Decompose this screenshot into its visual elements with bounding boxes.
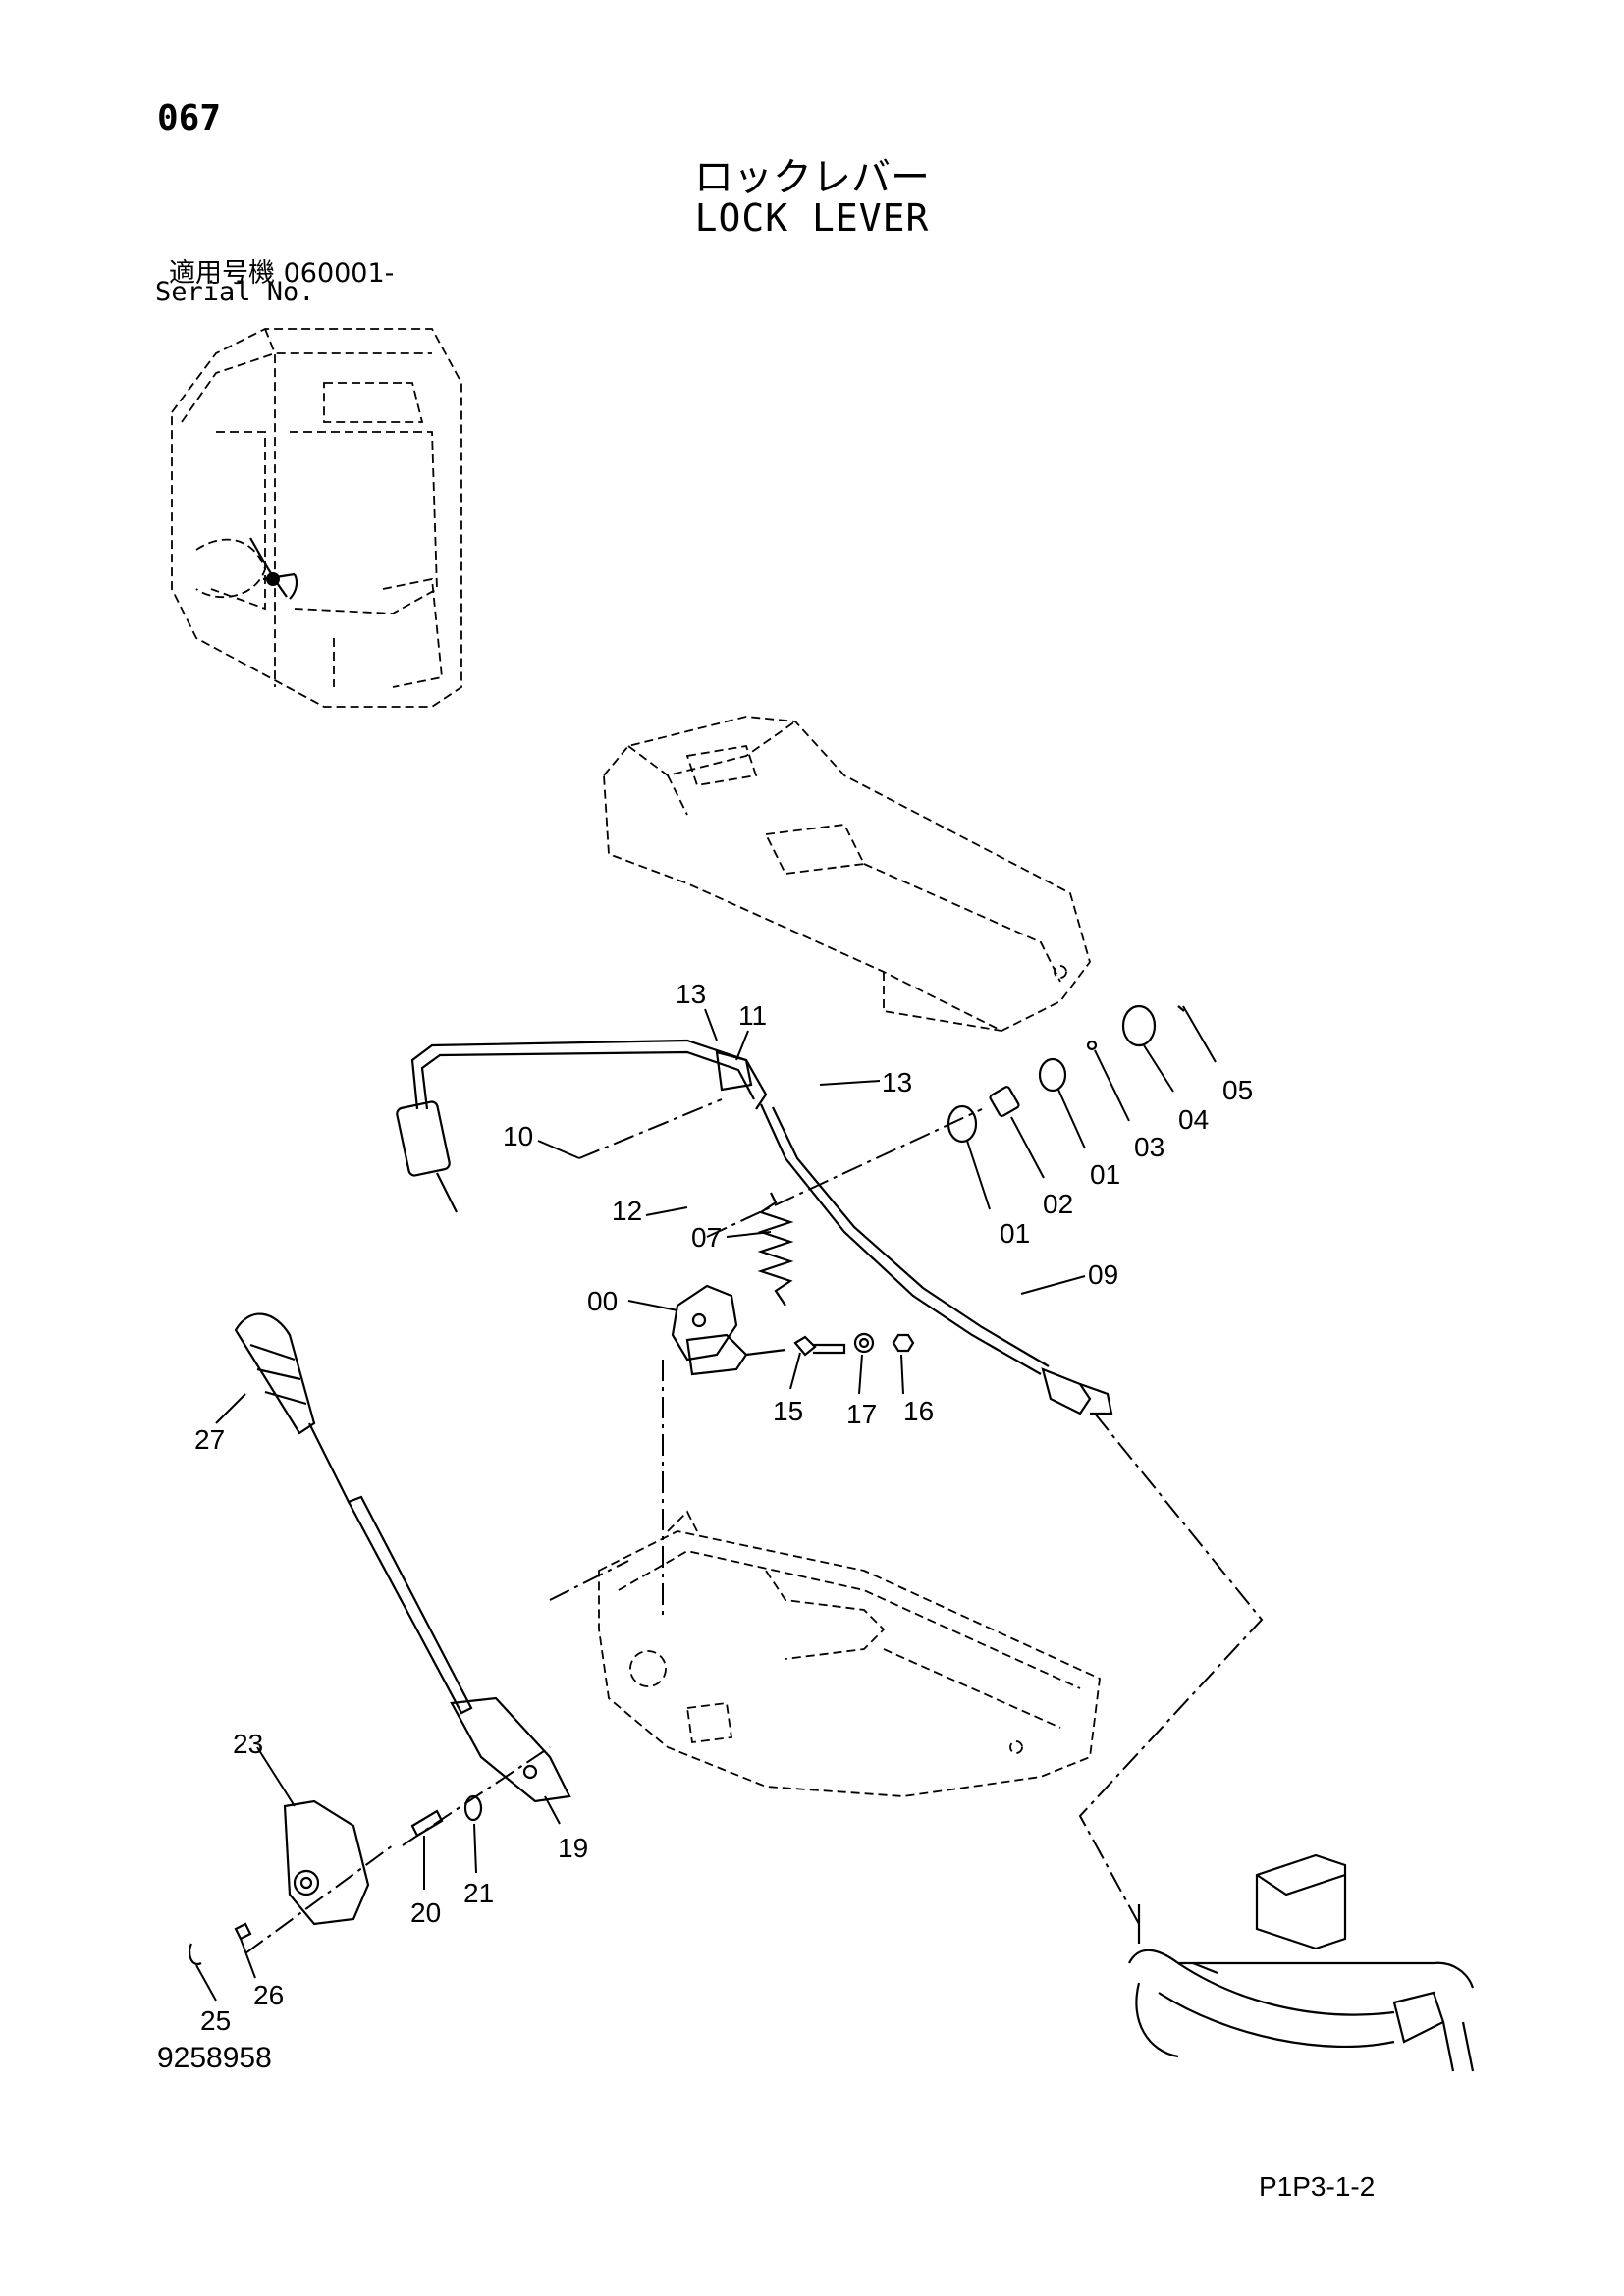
callout-11: 11: [738, 1000, 767, 1031]
callout-15: 15: [773, 1396, 803, 1426]
callout-13-top: 13: [676, 979, 706, 1009]
console-upper: [603, 716, 1091, 1033]
callout-leaders: [195, 1005, 1217, 2002]
page-code: P1P3-1-2: [1259, 2171, 1376, 2202]
title-japanese: ロックレバー: [694, 155, 930, 200]
lock-lever-27: [234, 1312, 571, 1803]
callout-09: 09: [1088, 1259, 1118, 1290]
serial-label-english: Serial No.: [155, 277, 315, 307]
callout-00: 00: [587, 1286, 618, 1316]
callout-23: 23: [233, 1729, 263, 1759]
title-english: LOCK LEVER: [694, 196, 930, 240]
callout-10: 10: [503, 1121, 533, 1151]
callout-27: 27: [194, 1424, 225, 1455]
lock-switch-00: [671, 1284, 786, 1376]
console-lower: [598, 1510, 1101, 1797]
callout-19: 19: [558, 1833, 588, 1863]
callout-17: 17: [846, 1399, 877, 1429]
callout-numbers: 13 11 13 10 12 07 05 04 03 01 02 01 09 0…: [194, 979, 1253, 2036]
bolt-washer-nut: [793, 1332, 915, 1357]
cover-23: [283, 1799, 370, 1926]
assembly-chain-lines: [244, 1098, 1264, 1954]
pin-washer-clip: [188, 1794, 483, 1966]
callout-12: 12: [612, 1196, 642, 1226]
callout-02: 02: [1043, 1189, 1073, 1219]
callout-07: 07: [691, 1222, 722, 1253]
callout-16: 16: [903, 1396, 934, 1426]
callout-25: 25: [200, 2005, 231, 2036]
cab-location-inset: [171, 328, 462, 708]
drawing-number: 9258958: [157, 2042, 272, 2074]
page-number: 067: [157, 98, 222, 138]
lower-bracket-assembly: [1128, 1853, 1475, 2072]
cable-09-connector: [1041, 1367, 1113, 1415]
callout-26: 26: [253, 1980, 284, 2010]
callout-13-right: 13: [882, 1067, 912, 1097]
callout-05: 05: [1222, 1075, 1253, 1105]
serial-label-japanese: 適用号機 060001-: [169, 258, 395, 289]
callout-20: 20: [410, 1897, 441, 1928]
callout-03: 03: [1134, 1132, 1164, 1162]
spring-07: [757, 1192, 794, 1307]
callout-01-right: 01: [1090, 1159, 1120, 1190]
callout-01-left: 01: [1000, 1218, 1030, 1249]
callout-21: 21: [463, 1878, 494, 1908]
harness-13: [396, 1039, 1050, 1375]
spacers-washers: [947, 1004, 1185, 1144]
callout-04: 04: [1178, 1104, 1209, 1135]
